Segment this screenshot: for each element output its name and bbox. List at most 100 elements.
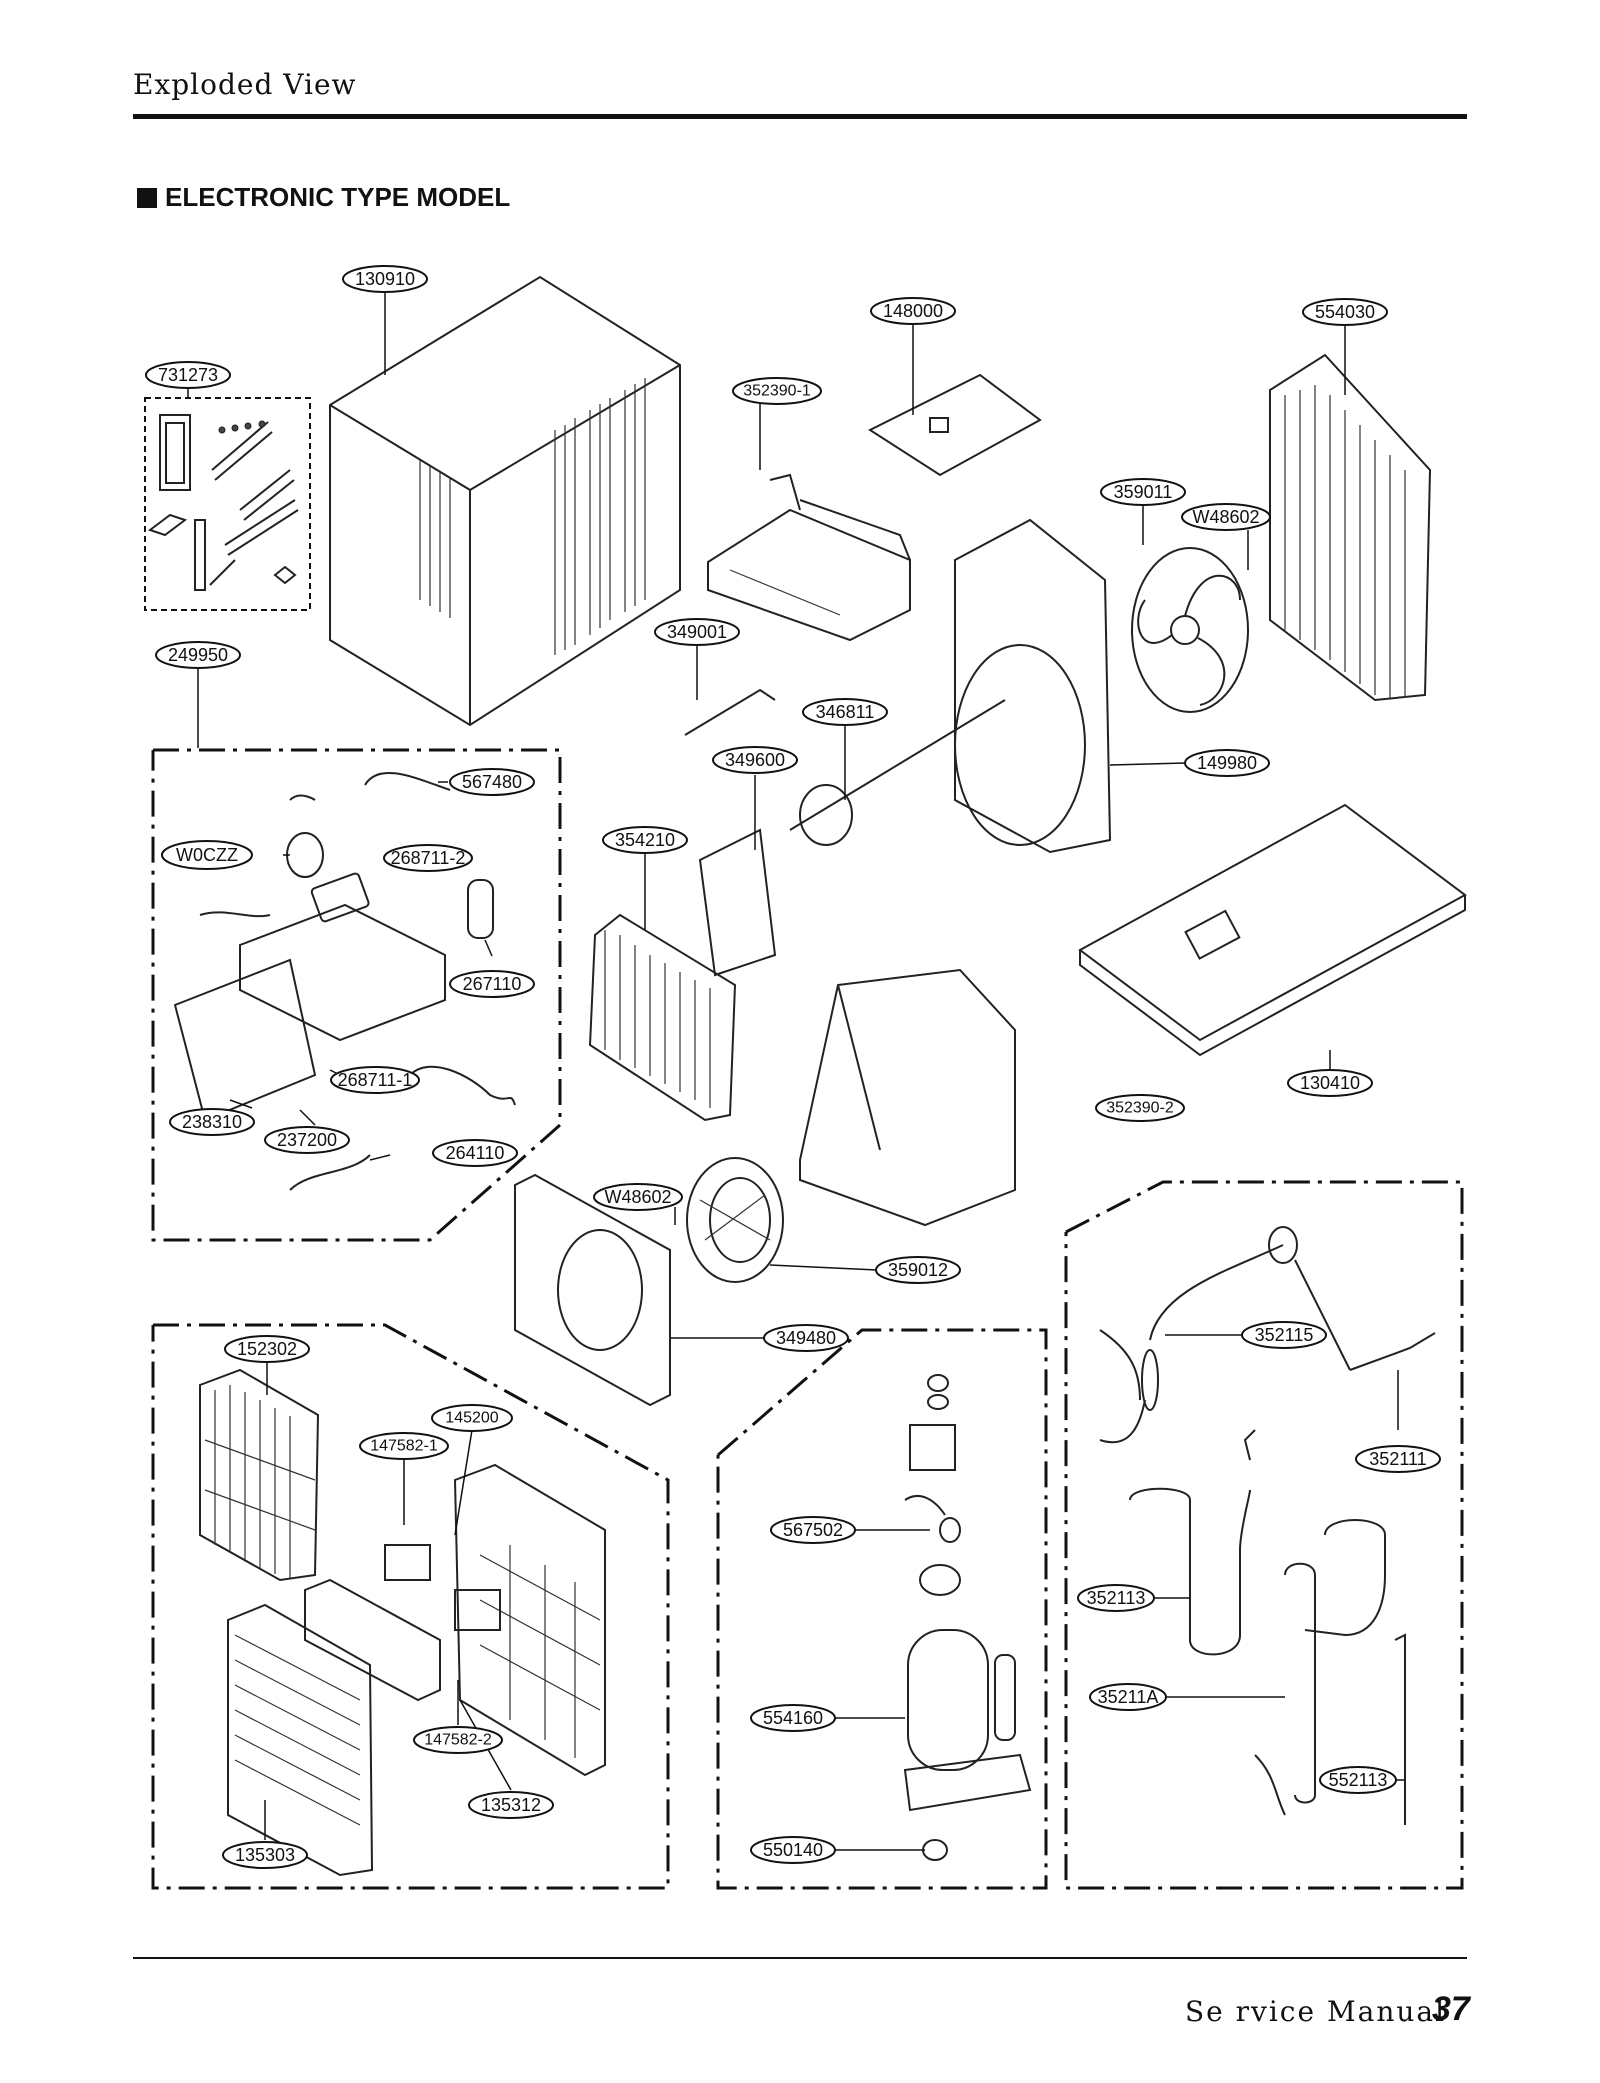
part-label: 731273 <box>145 361 231 389</box>
part-label: 554160 <box>750 1704 836 1732</box>
svg-text:135312: 135312 <box>481 1795 541 1815</box>
part-label: 148000 <box>870 297 956 325</box>
svg-text:267110: 267110 <box>463 974 522 994</box>
part-label: 346811 <box>802 698 888 726</box>
svg-text:352111: 352111 <box>1369 1449 1426 1469</box>
footer-manual-title: Se rvice Manual <box>1185 1995 1447 2028</box>
svg-text:W48602: W48602 <box>604 1187 671 1207</box>
part-label: 264110 <box>432 1139 518 1167</box>
base-pan-drawing <box>1078 803 1467 1057</box>
piping-group-frame <box>1064 1180 1464 1890</box>
svg-text:346811: 346811 <box>816 702 875 722</box>
part-label: 349480 <box>763 1324 849 1352</box>
part-label: 352115 <box>1241 1321 1327 1349</box>
part-label: 147582-1 <box>359 1432 449 1460</box>
condenser-coil-drawing <box>1269 353 1432 702</box>
air-guide-lower-drawing <box>799 968 1016 1227</box>
compressor-parts-drawing <box>903 1374 1032 1861</box>
part-label: W0CZZ <box>161 840 253 870</box>
svg-text:148000: 148000 <box>883 301 943 321</box>
part-label: 550140 <box>750 1836 836 1864</box>
front-grille-group-frame <box>151 1323 670 1890</box>
header-rule <box>133 114 1467 119</box>
top-bracket-drawing <box>867 373 1042 477</box>
footer-rule <box>133 1957 1467 1959</box>
part-label: 359012 <box>875 1256 961 1284</box>
part-label: W48602 <box>593 1183 683 1211</box>
compressor-group-frame <box>716 1328 1048 1890</box>
part-label: 554030 <box>1302 298 1388 326</box>
svg-text:130910: 130910 <box>355 269 415 289</box>
part-label: 352113 <box>1077 1584 1155 1612</box>
part-label: 130410 <box>1287 1069 1373 1097</box>
svg-text:145200: 145200 <box>445 1410 498 1427</box>
part-label: 359011 <box>1100 478 1186 506</box>
svg-text:349001: 349001 <box>667 622 727 642</box>
front-grille-parts-drawing <box>199 1368 606 1877</box>
piping-parts-drawing <box>1099 1226 1436 1825</box>
svg-text:552113: 552113 <box>1329 1770 1388 1790</box>
part-label: 352390-2 <box>1095 1094 1185 1122</box>
svg-text:147582-1: 147582-1 <box>370 1438 438 1455</box>
electronics-group-frame <box>151 748 562 1242</box>
installation-kit-drawing <box>147 414 299 591</box>
part-label: 352390-1 <box>732 377 822 405</box>
part-label: 237200 <box>264 1126 350 1154</box>
part-label: 145200 <box>431 1404 513 1432</box>
part-label: 152302 <box>224 1335 310 1363</box>
part-label: 349001 <box>654 618 740 646</box>
part-label: 267110 <box>449 970 535 998</box>
kit-box-frame <box>144 397 311 611</box>
square-bullet-icon <box>137 188 157 208</box>
svg-text:567502: 567502 <box>783 1520 843 1540</box>
svg-text:359011: 359011 <box>1114 482 1173 502</box>
part-label: 238310 <box>169 1108 255 1136</box>
part-label: 349600 <box>712 746 798 774</box>
part-label: 147582-2 <box>413 1726 503 1754</box>
cabinet-drawing <box>329 275 681 727</box>
part-label: W48602 <box>1181 503 1271 531</box>
orifice-panel-drawing <box>514 1173 671 1407</box>
fan-motor-drawing <box>684 688 1006 977</box>
part-label: 567480 <box>449 768 535 796</box>
svg-text:731273: 731273 <box>158 365 218 385</box>
section-title-text: ELECTRONIC TYPE MODEL <box>165 182 511 212</box>
part-label: 552113 <box>1319 1766 1397 1794</box>
electronics-parts-drawing <box>173 771 516 1191</box>
part-label: 249950 <box>155 641 241 669</box>
part-label: 149980 <box>1184 749 1270 777</box>
part-label: 352111 <box>1355 1445 1441 1473</box>
blower-fan-drawing <box>686 1157 784 1283</box>
svg-text:550140: 550140 <box>763 1840 823 1860</box>
part-label: 130910 <box>342 265 428 293</box>
air-guide-upper-drawing <box>707 473 911 642</box>
part-label: 35211A <box>1089 1683 1167 1711</box>
shroud-drawing <box>954 518 1112 854</box>
svg-text:237200: 237200 <box>277 1130 337 1150</box>
part-label: 135303 <box>222 1841 308 1869</box>
svg-text:35211A: 35211A <box>1098 1687 1159 1707</box>
svg-text:249950: 249950 <box>168 645 228 665</box>
svg-text:349480: 349480 <box>776 1328 836 1348</box>
svg-text:359012: 359012 <box>888 1260 948 1280</box>
svg-text:264110: 264110 <box>446 1143 505 1163</box>
page-header-title: Exploded View <box>133 68 357 101</box>
svg-text:352115: 352115 <box>1255 1325 1314 1345</box>
svg-text:554160: 554160 <box>763 1708 823 1728</box>
svg-text:352390-1: 352390-1 <box>743 383 811 400</box>
svg-text:149980: 149980 <box>1197 753 1257 773</box>
propeller-fan-drawing <box>1131 547 1249 713</box>
svg-text:567480: 567480 <box>462 772 522 792</box>
svg-text:354210: 354210 <box>615 830 675 850</box>
section-title: ELECTRONIC TYPE MODEL <box>137 182 510 213</box>
svg-text:130410: 130410 <box>1300 1073 1360 1093</box>
svg-text:268711-1: 268711-1 <box>338 1070 413 1090</box>
part-label: 135312 <box>468 1791 554 1819</box>
svg-text:238310: 238310 <box>182 1112 242 1132</box>
page-number: 37 <box>1432 1990 1470 2028</box>
part-label: 268711-2 <box>383 844 473 872</box>
svg-text:268711-2: 268711-2 <box>391 848 466 868</box>
leader-lines <box>187 280 1405 1851</box>
evaporator-coil-drawing <box>588 913 737 1122</box>
svg-text:352113: 352113 <box>1087 1588 1146 1608</box>
